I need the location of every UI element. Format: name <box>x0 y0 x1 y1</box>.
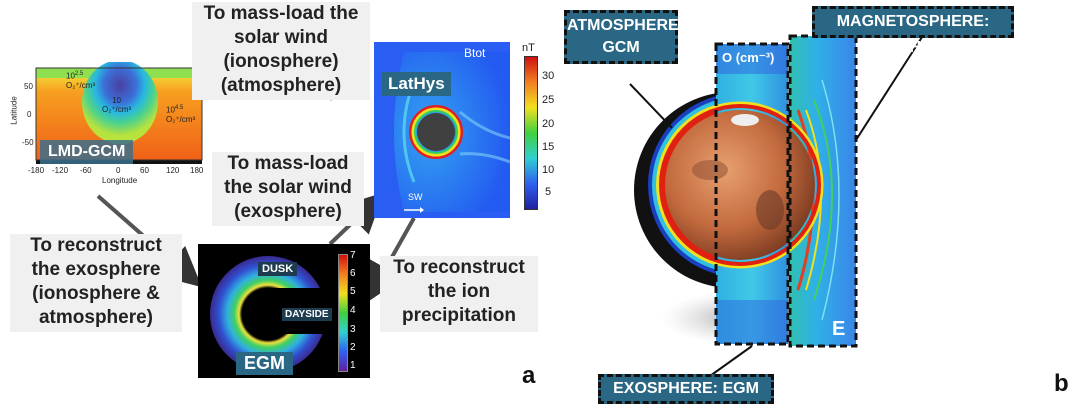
lathys-tick: 20 <box>542 118 555 130</box>
gcm-ytick-0: 0 <box>27 110 32 119</box>
egm-tick: 1 <box>350 360 356 371</box>
egm-tick: 6 <box>350 268 356 279</box>
gcm-annotation-2: 10 O₂⁺/cm³ <box>102 96 132 114</box>
lathys-title: Btot <box>464 46 486 60</box>
mars-figure <box>629 33 925 377</box>
gcm-xtick: 180 <box>190 166 204 175</box>
gcm-xtick: -60 <box>80 166 92 175</box>
gcm-label: LMD-GCM <box>40 140 134 164</box>
gcm-xlabel: Longitude <box>102 176 138 185</box>
egm-tick: 4 <box>350 305 356 316</box>
lathys-colorbar-unit: nT <box>522 42 535 54</box>
egm-dusk-label: DUSK <box>258 262 298 276</box>
lathys-tick: 5 <box>545 186 552 198</box>
egm-tick: 3 <box>350 324 356 335</box>
box-mass-load-exosphere: To mass-load the solar wind (exosphere) <box>212 152 364 226</box>
lathys-label: LatHys <box>382 72 451 96</box>
lathys-tick: 25 <box>542 94 555 106</box>
box-reconstruct-ion: To reconstruct the ion precipitation <box>380 256 538 332</box>
box-reconstruct-exosphere: To reconstruct the exosphere (ionosphere… <box>10 234 182 332</box>
atmosphere-label: ATMOSPHERE: GCM <box>564 10 684 64</box>
egm-tick: 2 <box>350 342 356 353</box>
lathys-sw-label: SW <box>408 192 423 202</box>
gcm-xtick: 120 <box>166 166 180 175</box>
gcm-xtick: 0 <box>116 166 121 175</box>
lathys-tick: 30 <box>542 70 555 82</box>
gcm-annotation-3: 104.5 O₂⁺/cm³ <box>166 105 196 124</box>
lathys-colorbar <box>524 56 538 210</box>
lathys-tick: 10 <box>542 164 555 176</box>
gcm-ytick-m50: -50 <box>22 138 34 147</box>
egm-dayside-label: DAYSIDE <box>282 308 332 321</box>
gcm-xtick: -180 <box>28 166 45 175</box>
lathys-plot: Btot LatHys SW <box>374 42 510 218</box>
box-mass-load-atmosphere: To mass-load the solar wind (ionosphere)… <box>192 2 370 100</box>
egm-tick: 7 <box>350 250 356 261</box>
e-label: E <box>832 318 846 340</box>
panel-a-letter: a <box>522 362 536 389</box>
egm-label: EGM <box>236 352 294 375</box>
o-density-label: O (cm⁻³) <box>722 50 775 65</box>
gcm-ytick-50: 50 <box>24 82 33 91</box>
gcm-annotation-1: 102.5 O₂⁺/cm³ <box>66 71 96 90</box>
egm-plot: DUSK DAYSIDE EGM 7 6 5 4 3 2 1 <box>198 244 370 378</box>
gcm-xtick: 60 <box>140 166 149 175</box>
lathys-tick: 15 <box>542 141 555 153</box>
egm-colorbar <box>338 254 348 372</box>
magnetosphere-label: MAGNETOSPHERE: LatHyS <box>812 6 1014 56</box>
exosphere-label: EXOSPHERE: EGM <box>598 374 774 404</box>
egm-tick: 5 <box>350 286 356 297</box>
gcm-xtick: -120 <box>52 166 69 175</box>
panel-b-letter: b <box>1054 370 1069 397</box>
gcm-map: Latitude 50 0 -50 -180 -120 -60 0 60 120… <box>10 60 208 192</box>
lathys-svg <box>374 42 510 218</box>
